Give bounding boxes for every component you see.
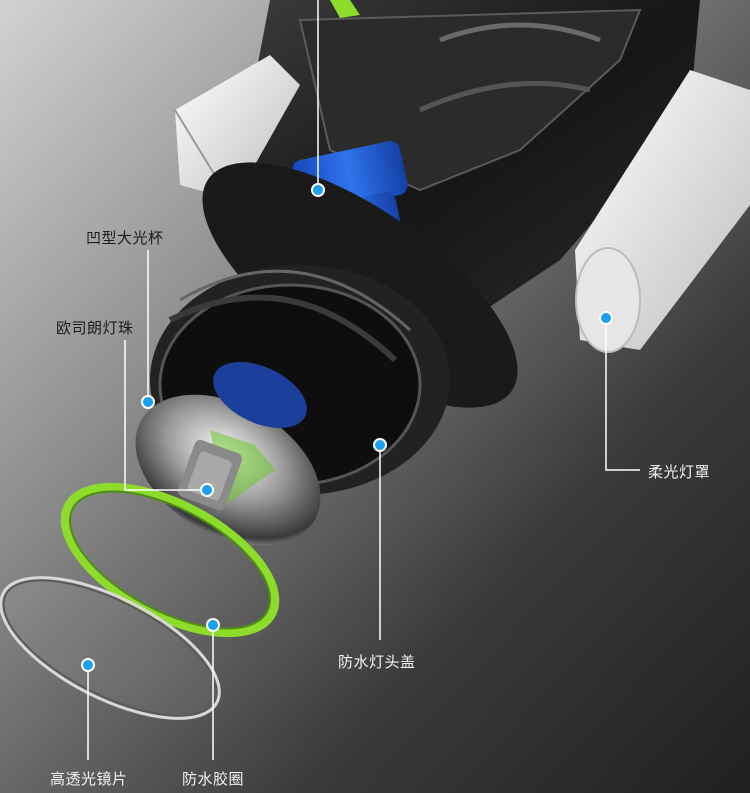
- label-concave-reflector: 凹型大光杯: [86, 229, 164, 247]
- label-waterproof-head-cap: 防水灯头盖: [338, 653, 416, 671]
- label-high-transparency-lens: 高透光镜片: [50, 770, 128, 788]
- label-soft-light-cover: 柔光灯罩: [648, 463, 711, 481]
- label-waterproof-gasket: 防水胶圈: [182, 770, 245, 788]
- led-bead: [177, 439, 243, 511]
- label-osram-led: 欧司朗灯珠: [56, 319, 134, 337]
- side-cover-right: [575, 70, 750, 353]
- leader-lines: [87, 0, 640, 760]
- marker-dots: [81, 183, 613, 672]
